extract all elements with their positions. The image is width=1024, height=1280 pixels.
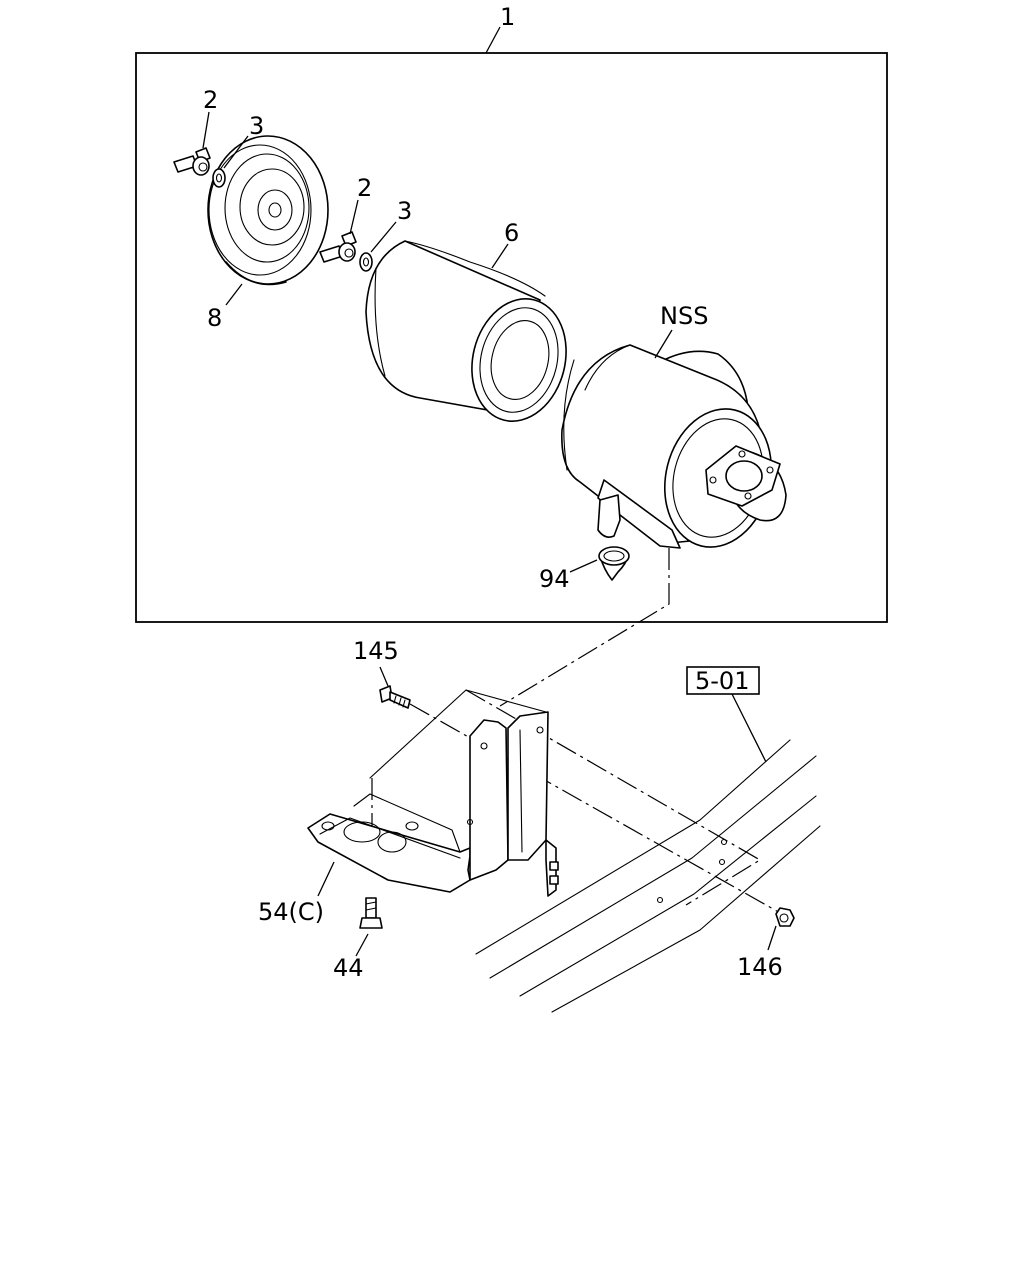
- label-cover[interactable]: 8: [207, 304, 222, 332]
- label-washer-a[interactable]: 3: [249, 112, 264, 140]
- bolt-145-part[interactable]: [379, 685, 411, 709]
- label-frame-ref[interactable]: 5-01: [695, 667, 749, 695]
- bolt-44-part[interactable]: [359, 897, 383, 929]
- wing-nut-a-part[interactable]: [173, 147, 211, 176]
- label-nut[interactable]: 146: [737, 953, 783, 981]
- label-bolt-upper[interactable]: 145: [353, 637, 399, 665]
- washer-a-part[interactable]: [212, 168, 226, 188]
- nut-146-part[interactable]: [775, 907, 795, 927]
- assembly-frame: [135, 52, 888, 623]
- housing-part[interactable]: [561, 344, 787, 559]
- frame-rail: [475, 739, 821, 1013]
- filter-element-part[interactable]: [365, 240, 579, 431]
- valve-part[interactable]: [598, 546, 630, 581]
- label-housing[interactable]: NSS: [660, 302, 708, 330]
- label-element[interactable]: 6: [504, 219, 519, 247]
- label-wing-nut-a[interactable]: 2: [203, 86, 218, 114]
- wing-nut-b-part[interactable]: [319, 231, 357, 263]
- label-valve[interactable]: 94: [539, 565, 570, 593]
- frame-ref-box: [686, 666, 760, 695]
- washer-b-part[interactable]: [359, 252, 373, 272]
- label-bracket[interactable]: 54(C): [258, 898, 324, 926]
- label-washer-b[interactable]: 3: [397, 197, 412, 225]
- label-assembly[interactable]: 1: [500, 3, 515, 31]
- label-wing-nut-b[interactable]: 2: [357, 174, 372, 202]
- label-bolt-lower[interactable]: 44: [333, 954, 364, 982]
- bracket-part[interactable]: [307, 689, 559, 897]
- cover-part[interactable]: [207, 135, 329, 286]
